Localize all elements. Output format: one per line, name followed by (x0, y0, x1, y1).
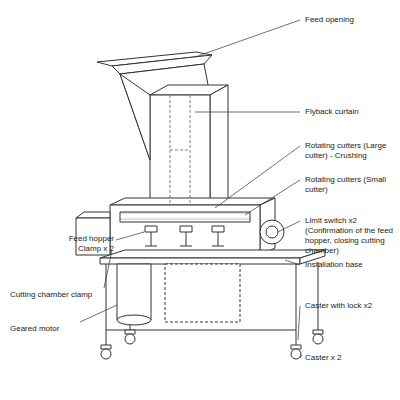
lower-box (165, 264, 240, 322)
chamber-end-cap (260, 220, 284, 244)
part-label: Feed opening (305, 15, 395, 25)
part-label: Feed hopper Clamp x 2 (58, 234, 114, 254)
chute-side (120, 74, 150, 160)
leader-lines (80, 20, 302, 358)
table-leg (318, 262, 319, 330)
part-label: Flyback curtain (305, 107, 395, 117)
flyback-curtain (170, 95, 190, 205)
part-label: Limit switch x2 (Confirmation of the fee… (305, 216, 397, 256)
table-edge (100, 258, 300, 264)
table-leg (296, 264, 297, 345)
part-label: Caster x 2 (305, 353, 395, 363)
hopper-side (210, 85, 228, 212)
part-label: Installation base (305, 260, 395, 270)
motor-box-top (76, 212, 110, 218)
part-label: Rotating cutters (Small cutter) (305, 175, 395, 195)
geared-motor (117, 264, 151, 320)
part-label: Caster with lock x2 (305, 301, 395, 311)
part-label: Geared motor (10, 324, 90, 334)
hopper-clamps (145, 226, 224, 246)
casters (101, 330, 323, 359)
motor-end (117, 315, 151, 325)
hopper-front (150, 95, 210, 212)
chamber-end-hub (266, 226, 278, 238)
chamber-top (110, 198, 275, 205)
cutting-chamber (110, 205, 260, 255)
table-top (100, 250, 325, 258)
cutter-slot (120, 212, 250, 222)
part-label: Rotating cutters (Large cutter) - Crushi… (305, 141, 397, 161)
part-label: Cutting chamber clamp (10, 290, 110, 300)
